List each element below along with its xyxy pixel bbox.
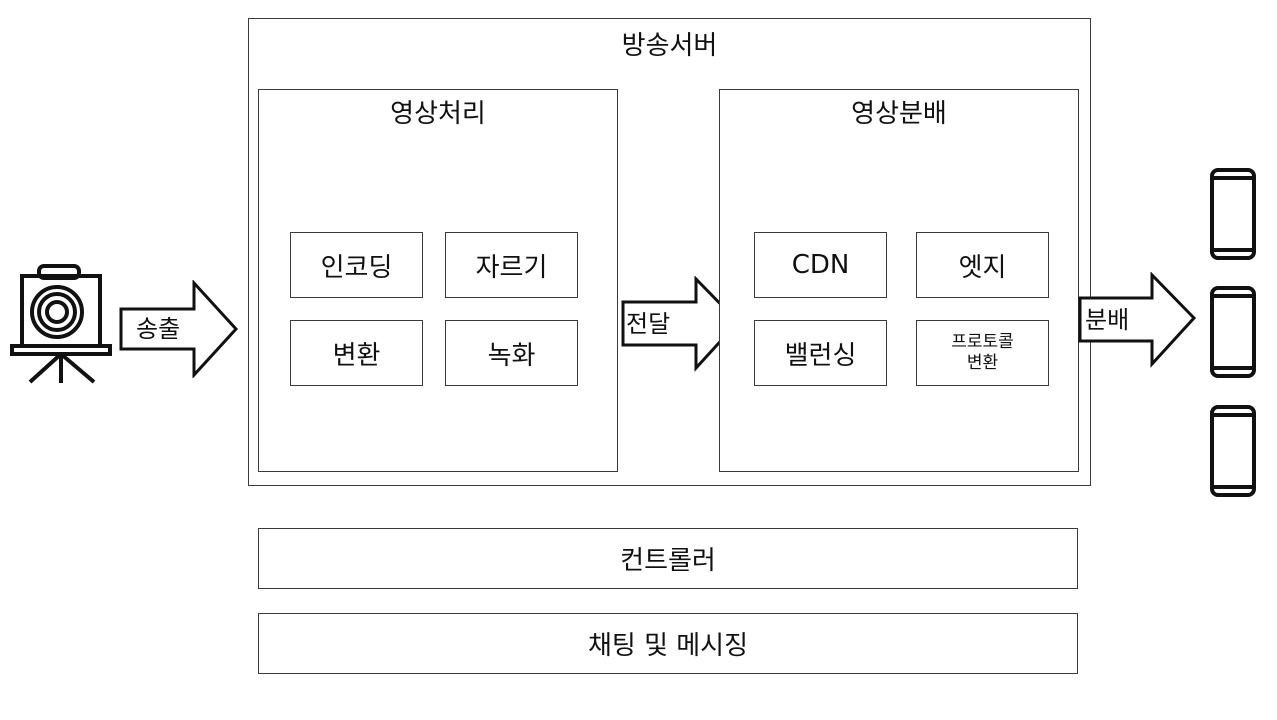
- smartphone-icon: [1208, 405, 1258, 497]
- smartphone-icon: [1208, 286, 1258, 378]
- distribute-arrow-label: 분배: [1085, 306, 1130, 334]
- video-distribution-title: 영상분배: [851, 99, 947, 129]
- cdn-cell: CDN: [754, 232, 887, 298]
- deliver-arrow: 전달: [620, 276, 742, 374]
- chat-messaging-bar: 채팅 및 메시징: [258, 613, 1078, 674]
- edge-cell: 엣지: [916, 232, 1049, 298]
- broadcast-server-title: 방송서버: [621, 31, 718, 61]
- camera-icon: [10, 262, 114, 386]
- video-distribution-box: 영상분배 CDN 엣지 밸런싱 프로토콜 변환: [719, 89, 1079, 472]
- distribute-arrow: 분배: [1077, 272, 1199, 370]
- protocol-conversion-cell: 프로토콜 변환: [916, 320, 1049, 386]
- controller-label: 컨트롤러: [620, 546, 716, 576]
- send-arrow-label: 송출: [136, 315, 181, 343]
- smartphone-icon: [1208, 168, 1258, 260]
- conversion-cell: 변환: [290, 320, 423, 386]
- recording-cell: 녹화: [445, 320, 578, 386]
- video-processing-box: 영상처리 인코딩 자르기 변환 녹화: [258, 89, 618, 472]
- send-arrow: 송출: [118, 280, 240, 378]
- balancing-cell: 밸런싱: [754, 320, 887, 386]
- deliver-arrow-label: 전달: [626, 310, 671, 338]
- encoding-cell: 인코딩: [290, 232, 423, 298]
- cropping-cell: 자르기: [445, 232, 578, 298]
- video-processing-title: 영상처리: [390, 99, 486, 129]
- chat-messaging-label: 채팅 및 메시징: [587, 631, 749, 661]
- controller-bar: 컨트롤러: [258, 528, 1078, 589]
